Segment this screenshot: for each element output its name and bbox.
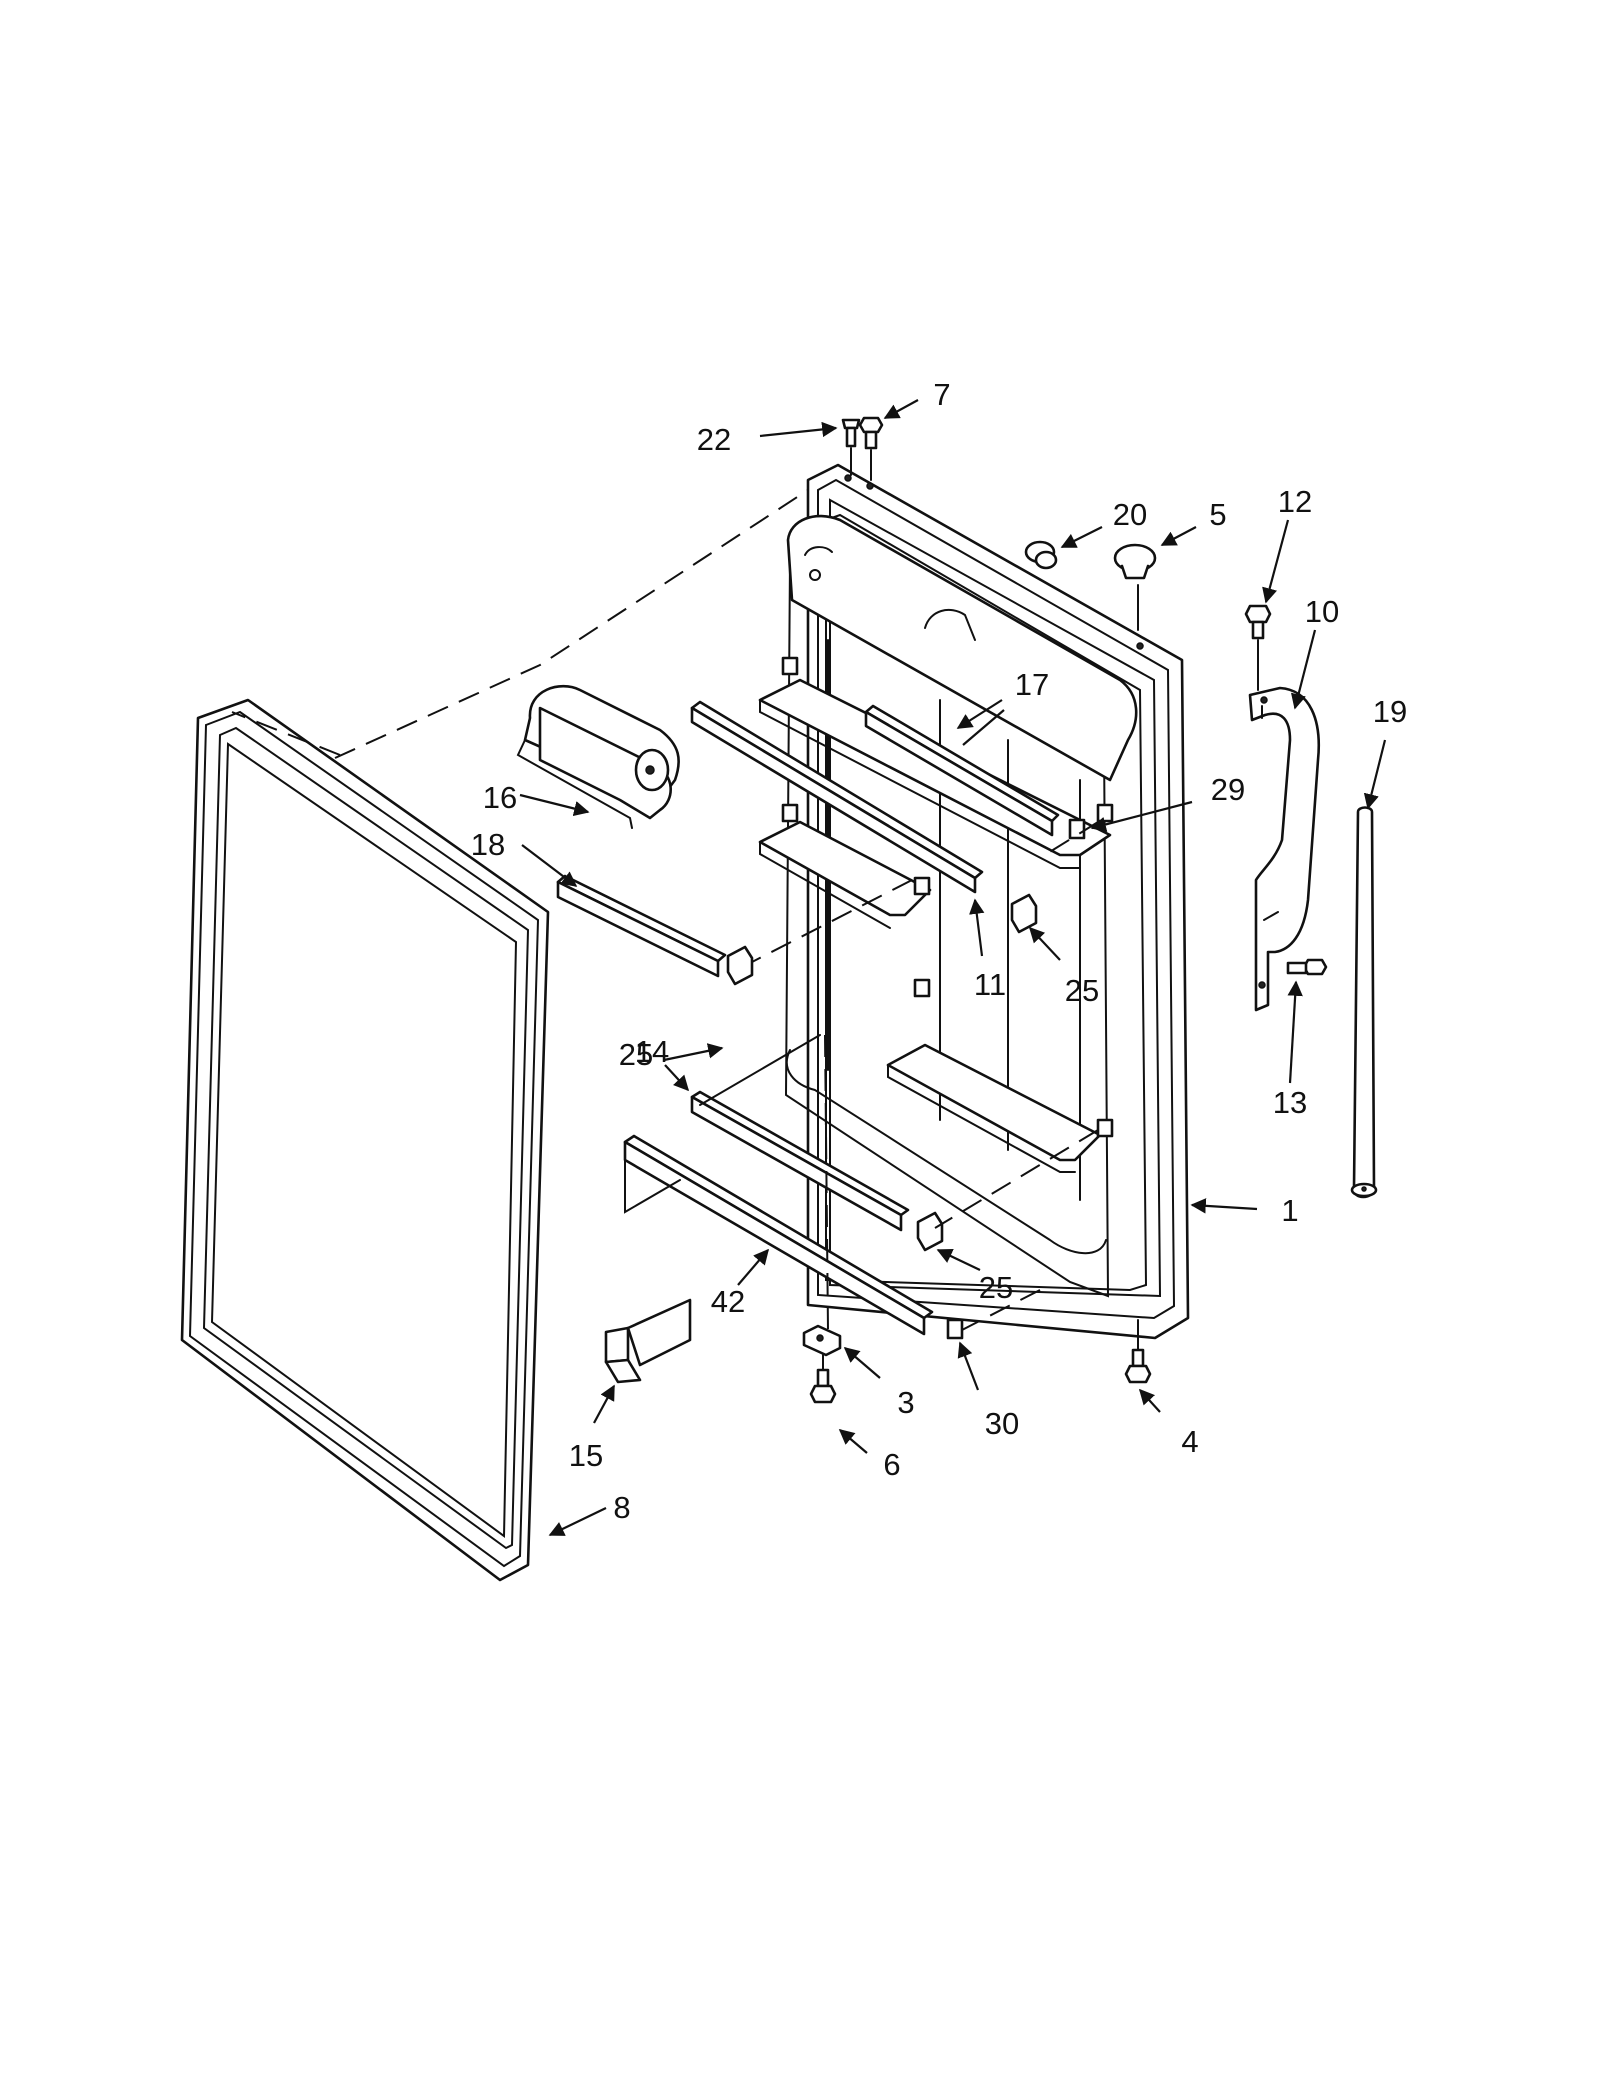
callout-18: 18 [471, 827, 505, 862]
callout-3: 3 [897, 1385, 914, 1420]
callout-13: 13 [1273, 1085, 1307, 1120]
screw-7 [858, 416, 884, 481]
guide-line [1039, 821, 1099, 859]
guide-line [961, 1289, 1041, 1331]
callout-1: 1 [1281, 1193, 1298, 1228]
callout-15: 15 [569, 1438, 603, 1473]
callout-6: 6 [883, 1447, 900, 1482]
callout-25-left: 25 [619, 1037, 653, 1072]
door-handle [1248, 686, 1320, 1012]
callout-10: 10 [1305, 594, 1339, 629]
shelf-bar-18 [556, 874, 727, 978]
shelf-bar-11 [690, 700, 984, 894]
callout-17: 17 [1015, 667, 1049, 702]
callout-14: 14 [635, 1034, 669, 1069]
plug-5 [1113, 543, 1157, 631]
callout-5: 5 [1209, 497, 1226, 532]
callout-19: 19 [1373, 694, 1407, 729]
shelf-clip-25-bottom [916, 1211, 944, 1252]
door-gasket [180, 698, 550, 1582]
bin-cover [516, 685, 680, 829]
screw-12 [1244, 604, 1272, 691]
callout-8: 8 [613, 1490, 630, 1525]
door-liner [758, 463, 1190, 1340]
screw-4 [1124, 1319, 1152, 1384]
callout-11: 11 [974, 967, 1006, 1002]
shelf-bar-14 [690, 1090, 910, 1232]
callout-7: 7 [933, 377, 950, 412]
callout-42: 42 [711, 1284, 745, 1319]
callout-leaders [519, 399, 1387, 1536]
shelf-bar-17 [864, 704, 1060, 837]
callout-16: 16 [483, 780, 517, 815]
shelf-bar-42 [623, 1134, 934, 1336]
callout-25-bottom: 25 [979, 1270, 1013, 1305]
guide-line [824, 1034, 829, 1331]
bracket-15 [604, 1298, 692, 1384]
shelf-clip-25-left [726, 945, 754, 986]
guide-line [699, 1034, 821, 1106]
trim-strip-19 [1350, 806, 1378, 1199]
callout-4: 4 [1181, 1424, 1198, 1459]
screw-6 [809, 1368, 837, 1404]
screw-13 [1286, 958, 1328, 976]
guide-line [751, 879, 913, 963]
hinge-bracket-3 [802, 1324, 842, 1371]
screw-22 [841, 418, 861, 476]
callout-22: 22 [697, 422, 731, 457]
callout-labels: 22 7 20 5 12 10 19 17 29 16 18 11 25 25 … [471, 377, 1407, 1525]
callout-25-right: 25 [1065, 973, 1099, 1008]
clip-29 [1068, 818, 1086, 840]
bushing-20 [1024, 540, 1058, 570]
guide-line [334, 489, 809, 759]
clip-30 [946, 1318, 964, 1340]
callout-12: 12 [1278, 484, 1312, 519]
callout-29: 29 [1211, 772, 1245, 807]
shelf-clip-25-right [1010, 893, 1038, 934]
callout-30: 30 [985, 1406, 1019, 1441]
callout-20: 20 [1113, 497, 1147, 532]
